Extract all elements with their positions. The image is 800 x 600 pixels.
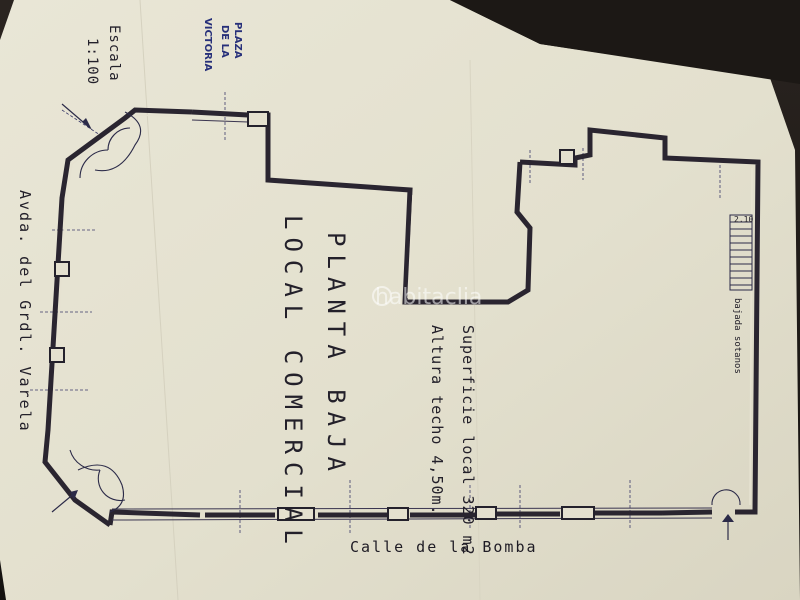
door-swing [97, 469, 126, 502]
door-swing [723, 489, 741, 506]
ceiling-height-text: Altura techo 4,50m. [428, 325, 446, 516]
plaza-label-line2: DE LA [219, 25, 230, 58]
scale-value: 1:100 [84, 38, 100, 85]
pillar [475, 506, 497, 520]
grid-axes [30, 92, 721, 535]
stairs-outline [729, 214, 753, 291]
stairs-label: bajada sotanos [732, 298, 742, 374]
entrance-arrow-icon [70, 490, 78, 500]
doors [51, 103, 741, 540]
plan-title-line1: PLANTA BAJA [322, 232, 350, 479]
pillar [387, 507, 409, 521]
door-swing [69, 449, 101, 471]
pillar [561, 506, 595, 520]
watermark-text: habitaclia [375, 285, 482, 310]
pillars [49, 111, 595, 521]
avenue-label: Avda. del Grdl. Varela [16, 190, 34, 433]
entrance-arrow-icon [722, 514, 734, 522]
door-swing [79, 149, 109, 179]
door-swing [94, 111, 142, 172]
plaza-label-line3: VICTORIA [202, 18, 213, 72]
scale-label: Escala [106, 25, 122, 82]
watermark-logo-icon [372, 286, 392, 306]
plaza-label-line1: PLAZA [232, 22, 243, 59]
surface-area-text: Superficie local 320 m2 [459, 325, 477, 556]
plan-title-line2: LOCAL COMERCIAL [279, 215, 307, 552]
stairs-dimension: 2.10 [734, 215, 753, 224]
street-label: Calle de la Bomba [350, 538, 538, 556]
plan-title: PLANTA BAJA LOCAL COMERCIAL [279, 215, 350, 552]
scale-info: Escala 1:100 [84, 25, 122, 85]
pillar [277, 507, 315, 521]
paper-fold-shadow [450, 0, 800, 84]
door-swing [711, 489, 725, 506]
door-swing [107, 127, 131, 151]
pillar [247, 111, 269, 127]
pillar [54, 261, 70, 277]
pillar [49, 347, 65, 363]
door-swing [77, 464, 125, 513]
plaza-label: PLAZA DE LA VICTORIA [202, 18, 243, 72]
entrance-arrow-icon [82, 118, 92, 130]
watermark: habitaclia [372, 285, 482, 310]
paper-crease [139, 0, 179, 600]
pillar [559, 149, 575, 165]
surface-info: Superficie local 320 m2 Altura techo 4,5… [428, 325, 477, 556]
stairs: 2.10 bajada sotanos [729, 214, 753, 374]
